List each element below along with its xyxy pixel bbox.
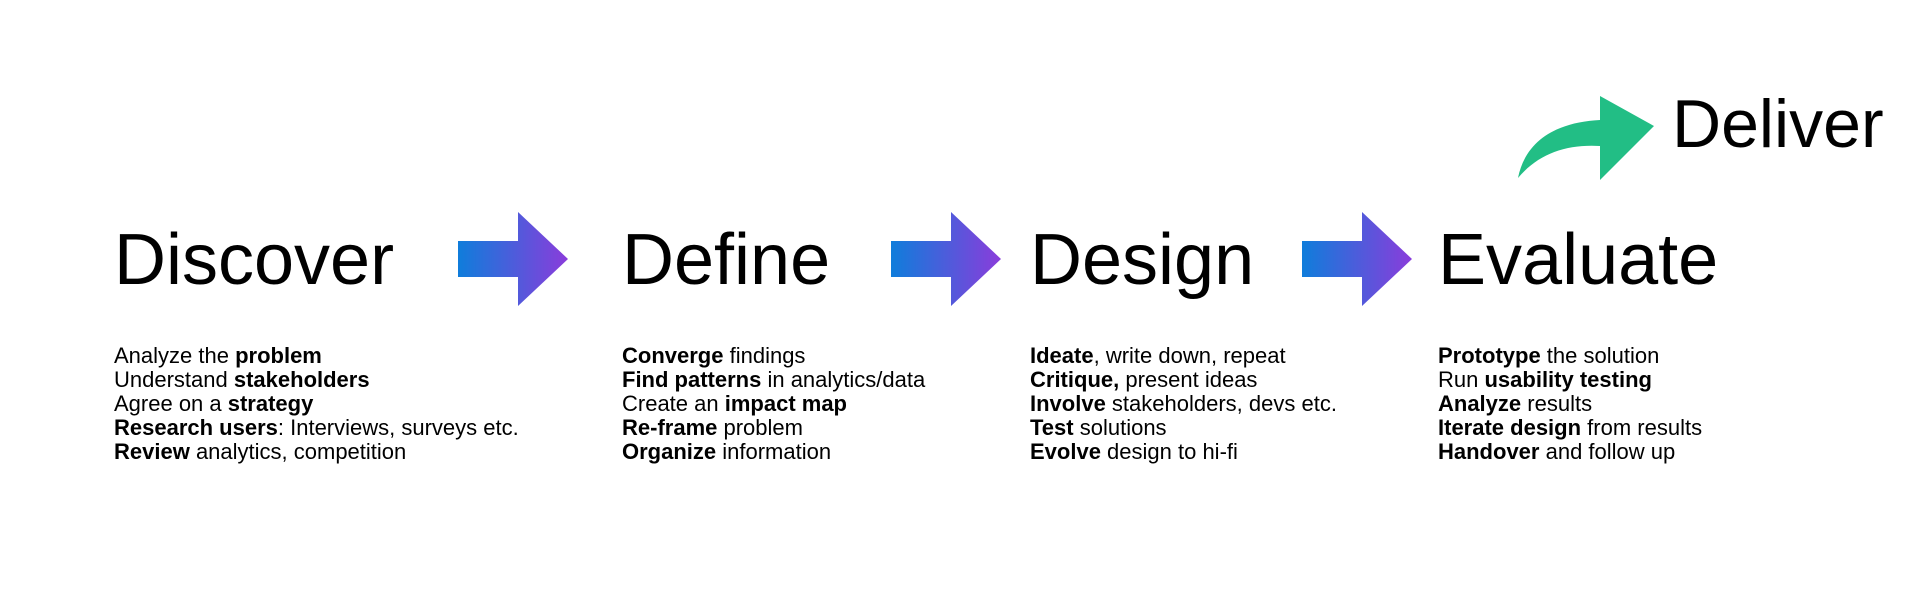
curved-arrow-icon — [1518, 96, 1654, 180]
task-item: Create an impact map — [622, 392, 925, 416]
task-item: Run usability testing — [1438, 368, 1702, 392]
task-text: design to hi-fi — [1100, 439, 1238, 464]
task-keyword: Test — [1030, 415, 1074, 440]
task-item: Handover and follow up — [1438, 440, 1702, 464]
task-keyword: impact map — [724, 391, 847, 416]
task-text: Analyze the — [114, 343, 236, 368]
task-keyword: Re-frame — [622, 415, 718, 440]
task-text: problem — [717, 415, 803, 440]
task-text: information — [716, 439, 832, 464]
task-item: Find patterns in analytics/data — [622, 368, 925, 392]
task-keyword: Ideate — [1030, 343, 1094, 368]
task-item: Critique, present ideas — [1030, 368, 1337, 392]
task-item: Review analytics, competition — [114, 440, 519, 464]
task-item: Organize information — [622, 440, 925, 464]
arrow-right-icon — [891, 212, 1001, 306]
task-keyword: Organize — [622, 439, 717, 464]
stage-title-design: Design — [1030, 220, 1255, 300]
task-keyword: strategy — [227, 391, 314, 416]
task-keyword: Evolve — [1030, 439, 1101, 464]
task-item: Ideate, write down, repeat — [1030, 344, 1337, 368]
task-keyword: Handover — [1438, 439, 1540, 464]
task-keyword: Review — [114, 439, 190, 464]
task-text: , write down, repeat — [1093, 343, 1286, 368]
task-item: Converge findings — [622, 344, 925, 368]
stage-title-define: Define — [622, 220, 831, 300]
task-text: Understand — [114, 367, 234, 392]
task-keyword: Prototype — [1438, 343, 1541, 368]
task-text: in analytics/data — [761, 367, 926, 392]
task-text: analytics, competition — [189, 439, 407, 464]
task-item: Involve stakeholders, devs etc. — [1030, 392, 1337, 416]
task-text: : Interviews, surveys etc. — [277, 415, 519, 440]
task-item: Research users: Interviews, surveys etc. — [114, 416, 519, 440]
task-text: and follow up — [1539, 439, 1676, 464]
stage-title-evaluate: Evaluate — [1438, 220, 1719, 300]
task-keyword: Converge — [622, 343, 724, 368]
task-item: Analyze the problem — [114, 344, 519, 368]
task-item: Analyze results — [1438, 392, 1702, 416]
task-item: Test solutions — [1030, 416, 1337, 440]
task-keyword: problem — [235, 343, 322, 368]
task-text: Run — [1438, 367, 1485, 392]
task-text: solutions — [1073, 415, 1167, 440]
task-keyword: usability testing — [1484, 367, 1652, 392]
task-text: present ideas — [1119, 367, 1258, 392]
task-keyword: Critique, — [1030, 367, 1120, 392]
task-item: Prototype the solution — [1438, 344, 1702, 368]
task-text: the solution — [1540, 343, 1660, 368]
task-text: from results — [1581, 415, 1703, 440]
task-keyword: Research users — [114, 415, 278, 440]
task-item: Iterate design from results — [1438, 416, 1702, 440]
deliver-title: Deliver — [1672, 86, 1884, 162]
task-item: Understand stakeholders — [114, 368, 519, 392]
deliver-arrow-shape — [1518, 96, 1654, 180]
arrow-right-icon — [458, 212, 568, 306]
task-text: Agree on a — [114, 391, 228, 416]
task-item: Evolve design to hi-fi — [1030, 440, 1337, 464]
task-item: Re-frame problem — [622, 416, 925, 440]
task-keyword: Iterate design — [1438, 415, 1582, 440]
task-keyword: Analyze — [1438, 391, 1522, 416]
task-keyword: Find patterns — [622, 367, 762, 392]
task-text: results — [1521, 391, 1593, 416]
task-text: findings — [723, 343, 806, 368]
task-text: Create an — [622, 391, 725, 416]
task-item: Agree on a strategy — [114, 392, 519, 416]
stage-title-discover: Discover — [114, 220, 395, 300]
task-keyword: stakeholders — [233, 367, 370, 392]
task-text: stakeholders, devs etc. — [1105, 391, 1337, 416]
task-keyword: Involve — [1030, 391, 1106, 416]
arrow-right-icon — [1302, 212, 1412, 306]
